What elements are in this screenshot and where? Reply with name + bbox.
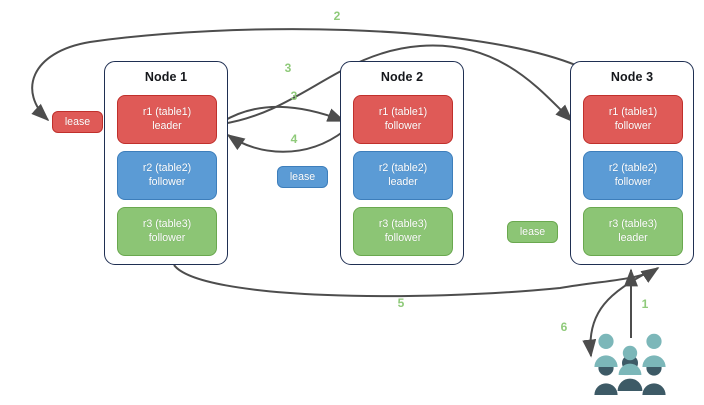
replica-n1r3[interactable]: r3 (table3) follower <box>117 207 217 256</box>
replica-n3r1[interactable]: r1 (table1) follower <box>583 95 683 144</box>
replica-name: r3 (table3) <box>378 218 428 230</box>
replica-role: follower <box>384 119 422 132</box>
lease-chip-table3[interactable]: lease <box>507 221 558 243</box>
node-title: Node 2 <box>380 70 424 84</box>
edge-label-4: 4 <box>290 132 298 146</box>
replica-n2r1[interactable]: r1 (table1) follower <box>353 95 453 144</box>
replica-role: leader <box>152 119 182 132</box>
node-container-node1[interactable]: Node 1 r1 (table1) leader r2 (table2) fo… <box>104 61 228 265</box>
edge-label-1: 1 <box>641 297 649 311</box>
replica-name: r1 (table1) <box>608 106 658 118</box>
replica-role: follower <box>384 231 422 244</box>
clients-people-icon <box>594 333 666 395</box>
edge-label-3b: 3 <box>290 89 298 103</box>
replica-name: r2 (table2) <box>608 162 658 174</box>
replica-name: r1 (table1) <box>142 106 192 118</box>
replica-role: follower <box>614 175 652 188</box>
lease-chip-table1[interactable]: lease <box>52 111 103 133</box>
edge-3-node1-to-node2-path <box>221 105 346 123</box>
node-title: Node 3 <box>610 70 654 84</box>
node-container-node2[interactable]: Node 2 r1 (table1) follower r2 (table2) … <box>340 61 464 265</box>
replica-name: r2 (table2) <box>378 162 428 174</box>
edge-5-path <box>173 264 660 298</box>
replica-n1r1[interactable]: r1 (table1) leader <box>117 95 217 144</box>
replica-n2r3[interactable]: r3 (table3) follower <box>353 207 453 256</box>
lease-chip-table2[interactable]: lease <box>277 166 328 188</box>
edge-4-node2-to-node1-path <box>226 130 345 153</box>
edge-label-2: 2 <box>333 9 341 23</box>
replica-name: r2 (table2) <box>142 162 192 174</box>
replica-name: r3 (table3) <box>142 218 192 230</box>
replica-role: leader <box>388 175 418 188</box>
replica-n2r2[interactable]: r2 (table2) leader <box>353 151 453 200</box>
replica-n3r2[interactable]: r2 (table2) follower <box>583 151 683 200</box>
replica-role: follower <box>148 175 186 188</box>
replica-role: leader <box>618 231 648 244</box>
replica-n3r3[interactable]: r3 (table3) leader <box>583 207 683 256</box>
replica-name: r3 (table3) <box>608 218 658 230</box>
replica-n1r2[interactable]: r2 (table2) follower <box>117 151 217 200</box>
edge-label-6: 6 <box>560 320 568 334</box>
edge-label-3a: 3 <box>284 61 292 75</box>
edge-label-5: 5 <box>397 296 405 310</box>
node-container-node3[interactable]: Node 3 r1 (table1) follower r2 (table2) … <box>570 61 694 265</box>
replica-name: r1 (table1) <box>378 106 428 118</box>
replica-role: follower <box>148 231 186 244</box>
node-title: Node 1 <box>144 70 188 84</box>
replica-role: follower <box>614 119 652 132</box>
